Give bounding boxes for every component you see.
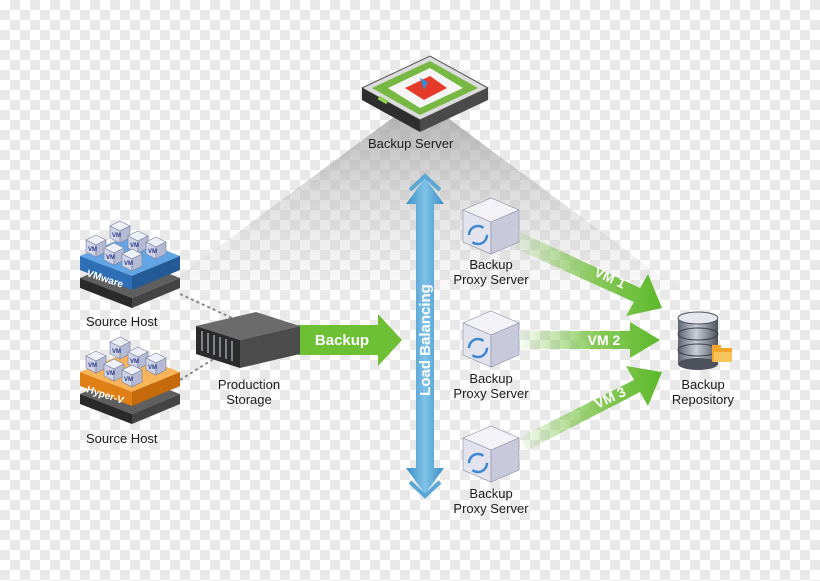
vm-badge: VM (106, 371, 115, 377)
backup-server-icon (360, 55, 490, 132)
proxy-label-1-line2: Proxy Server (453, 272, 529, 287)
vm-cube: VM (121, 364, 143, 388)
refresh-icon (467, 337, 489, 359)
vm-badge: VM (130, 243, 139, 249)
vm-cube: VM (127, 346, 149, 370)
production-storage-label: Production Storage (210, 377, 288, 407)
vm1-arrow (514, 232, 662, 316)
folder-icon (712, 345, 732, 362)
vm-badge: VM (106, 255, 115, 261)
vm-badge: VM (148, 249, 157, 255)
vm-cube: VM (103, 358, 125, 382)
proxy-label-2: Backup Proxy Server (446, 371, 536, 401)
proxy-label-1-line1: Backup (469, 257, 513, 272)
proxy-server-icon-2 (462, 310, 520, 368)
production-storage-line1: Production (217, 377, 281, 392)
vm-cube: VM (85, 350, 107, 374)
vm-cube: VM (145, 236, 167, 260)
load-balancing-arrow (406, 173, 444, 499)
backup-repository-line2: Repository (671, 392, 735, 407)
vm-cube: VM (121, 248, 143, 272)
refresh-icon (467, 452, 489, 474)
vm-badge: VM (124, 377, 133, 383)
vmware-host-icon: VM VM VM VM VM VM (80, 220, 180, 308)
vm-badge: VM (124, 261, 133, 267)
backup-repository-icon (677, 311, 732, 370)
vm-cube: VM (109, 220, 131, 244)
vm-cube: VM (145, 352, 167, 376)
proxy-label-3: Backup Proxy Server (446, 486, 536, 516)
vm-badge: VM (88, 247, 97, 253)
backup-arrow-label: Backup (315, 332, 369, 349)
vm-badge: VM (88, 363, 97, 369)
connector-hyperv-storage (179, 357, 216, 381)
vm3-arrow (520, 366, 662, 451)
vm-cubes: VM VM VM VM VM VM (85, 336, 167, 388)
proxy-label-3-line2: Proxy Server (453, 501, 529, 516)
load-balancing-label: Load Balancing (417, 284, 434, 396)
proxy-label-2-line1: Backup (469, 371, 513, 386)
backup-repository-line1: Backup (681, 377, 725, 392)
vm-cube: VM (127, 230, 149, 254)
proxy-server-icon-1 (462, 197, 520, 255)
vm-cube: VM (103, 242, 125, 266)
connector-vmware-storage (179, 293, 233, 319)
production-storage-line2: Storage (226, 392, 272, 407)
vm-badge: VM (112, 233, 121, 239)
backup-repository-label: Backup Repository (660, 377, 746, 407)
hyperv-host-icon: VM VM VM VM VM VM (80, 336, 180, 424)
refresh-icon (467, 224, 489, 246)
vm2-label: VM 2 (588, 332, 621, 348)
vm-cube: VM (85, 234, 107, 258)
vm-badge: VM (112, 349, 121, 355)
backup-arrow (298, 314, 402, 366)
source-host-label-hyperv: Source Host (86, 431, 158, 446)
source-host-label-vmware: Source Host (86, 314, 158, 329)
proxy-label-1: Backup Proxy Server (446, 257, 536, 287)
proxy-server-icon-3 (462, 425, 520, 483)
vm-cube: VM (109, 336, 131, 360)
proxy-label-2-line2: Proxy Server (453, 386, 529, 401)
backup-server-label: Backup Server (368, 136, 454, 151)
vm-badge: VM (148, 365, 157, 371)
production-storage-icon (196, 312, 300, 368)
vm2-arrow (520, 322, 660, 358)
vm-cubes: VM VM VM VM VM VM (85, 220, 167, 272)
vm-badge: VM (130, 359, 139, 365)
proxy-label-3-line1: Backup (469, 486, 513, 501)
